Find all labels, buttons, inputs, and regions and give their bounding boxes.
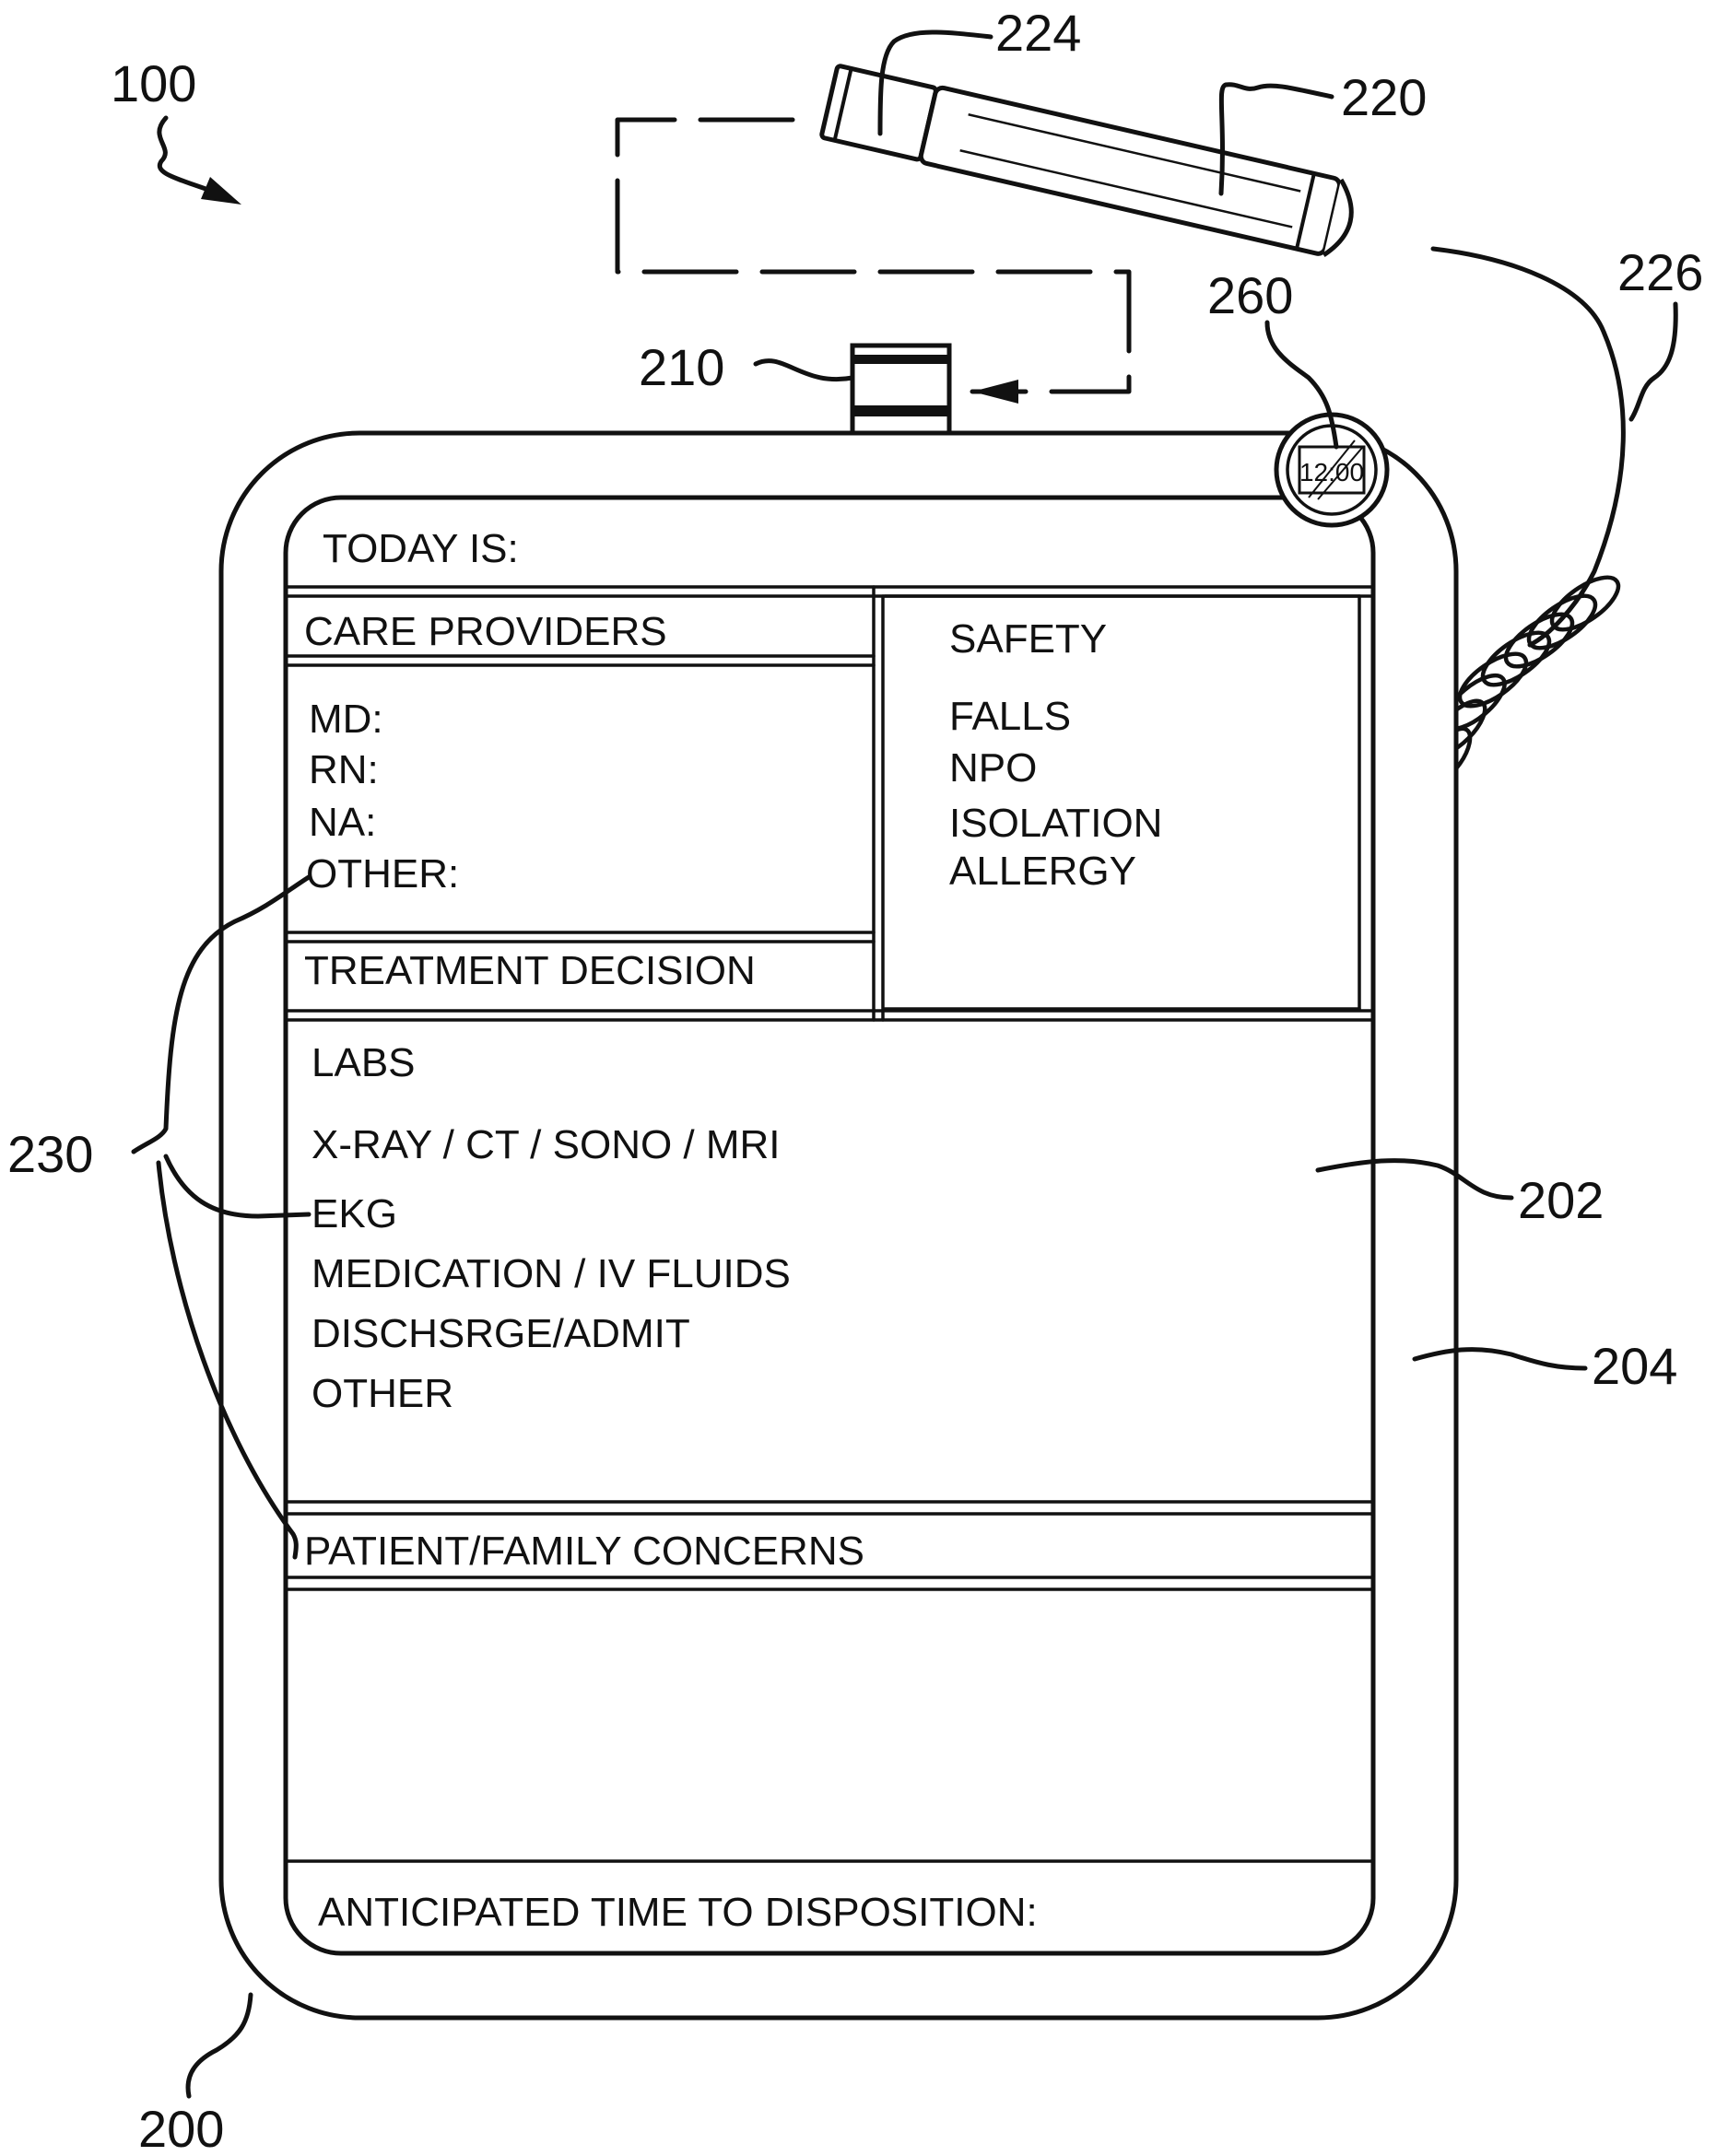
marker-body — [920, 87, 1341, 255]
ref-210: 210 — [639, 338, 724, 396]
ref-204: 204 — [1592, 1337, 1677, 1395]
ref-230: 230 — [7, 1125, 93, 1183]
whiteboard-surface — [286, 498, 1373, 1953]
marker-port — [852, 346, 949, 433]
ref-260: 260 — [1207, 266, 1293, 324]
ref-200-leader — [188, 1995, 251, 2096]
other-item: OTHER — [312, 1371, 453, 1416]
ref-224: 224 — [995, 4, 1081, 62]
ref-226: 226 — [1617, 243, 1703, 301]
ekg-item: EKG — [312, 1191, 397, 1236]
ref-100: 100 — [111, 54, 196, 112]
safety-isolation: ISOLATION — [949, 801, 1162, 846]
safety-header: SAFETY — [949, 616, 1107, 662]
care-md: MD: — [309, 697, 383, 742]
today-label: TODAY IS: — [323, 526, 519, 571]
disposition-label: ANTICIPATED TIME TO DISPOSITION: — [318, 1890, 1038, 1935]
labs-item: LABS — [312, 1040, 416, 1085]
marker-cord — [1433, 249, 1623, 645]
care-na: NA: — [309, 800, 376, 845]
safety-allergy: ALLERGY — [949, 849, 1136, 894]
ref-202: 202 — [1518, 1171, 1604, 1229]
care-rn: RN: — [309, 747, 379, 792]
marker-pen — [821, 64, 1359, 259]
ref-200: 200 — [138, 2100, 224, 2156]
connection-arrowhead — [972, 380, 1018, 404]
patient-concerns-label: PATIENT/FAMILY CONCERNS — [304, 1529, 864, 1574]
treatment-decision-label: TREATMENT DECISION — [304, 948, 756, 993]
safety-falls: FALLS — [949, 694, 1071, 739]
ref-220: 220 — [1341, 68, 1427, 126]
ref-100-arrowhead — [201, 177, 241, 205]
safety-npo: NPO — [949, 745, 1037, 791]
ref-210-leader — [756, 361, 852, 380]
medication-item: MEDICATION / IV FLUIDS — [312, 1251, 791, 1296]
care-other: OTHER: — [306, 851, 459, 896]
imaging-item: X-RAY / CT / SONO / MRI — [312, 1122, 781, 1167]
care-providers-header: CARE PROVIDERS — [304, 609, 667, 654]
ref-226-leader — [1631, 304, 1675, 419]
discharge-item: DISCHSRGE/ADMIT — [312, 1311, 690, 1356]
